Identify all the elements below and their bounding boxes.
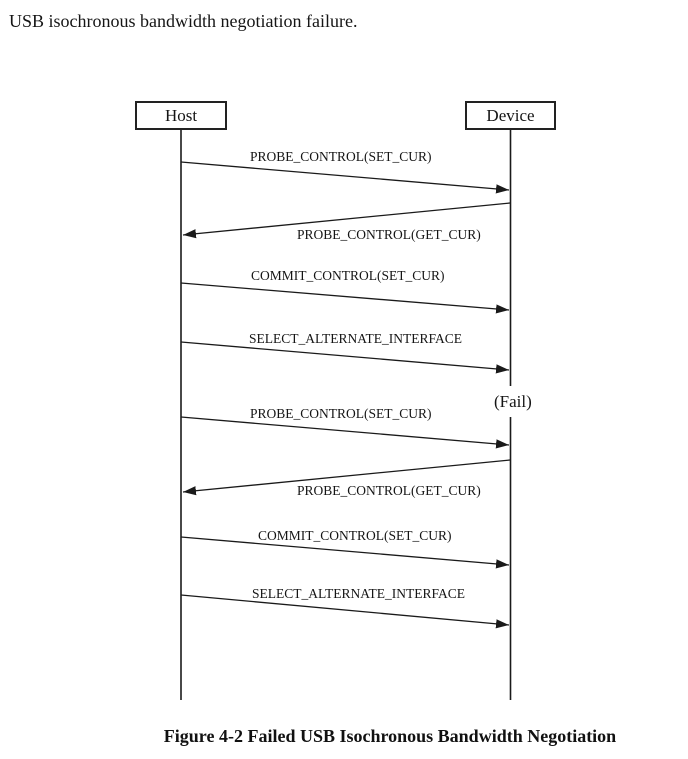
message-label-6: PROBE_CONTROL(GET_CUR) — [297, 483, 481, 498]
actor-box-host: Host — [135, 101, 227, 130]
message-arrow-1 — [180, 161, 510, 194]
message-label-4: SELECT_ALTERNATE_INTERFACE — [249, 331, 462, 346]
message-label-1: PROBE_CONTROL(SET_CUR) — [250, 149, 432, 164]
message-arrow-7 — [180, 536, 510, 569]
message-arrow-4 — [180, 341, 510, 374]
message-arrow-3 — [180, 282, 510, 314]
intro-text: USB isochronous bandwidth negotiation fa… — [9, 11, 358, 31]
message-label-8: SELECT_ALTERNATE_INTERFACE — [252, 586, 465, 601]
message-label-2: PROBE_CONTROL(GET_CUR) — [297, 227, 481, 242]
message-arrow-6 — [182, 459, 511, 496]
actor-label-device: Device — [486, 105, 535, 125]
actor-label-host: Host — [164, 105, 198, 125]
fail-annotation: (Fail) — [494, 392, 532, 411]
message-arrow-2 — [182, 202, 511, 239]
message-label-7: COMMIT_CONTROL(SET_CUR) — [258, 528, 452, 543]
message-label-3: COMMIT_CONTROL(SET_CUR) — [251, 268, 445, 283]
message-arrow-8 — [180, 594, 510, 629]
message-arrow-5 — [180, 416, 510, 449]
actor-box-device: Device — [465, 101, 556, 130]
figure-caption: Figure 4-2 Failed USB Isochronous Bandwi… — [163, 726, 617, 746]
message-label-5: PROBE_CONTROL(SET_CUR) — [250, 406, 432, 421]
